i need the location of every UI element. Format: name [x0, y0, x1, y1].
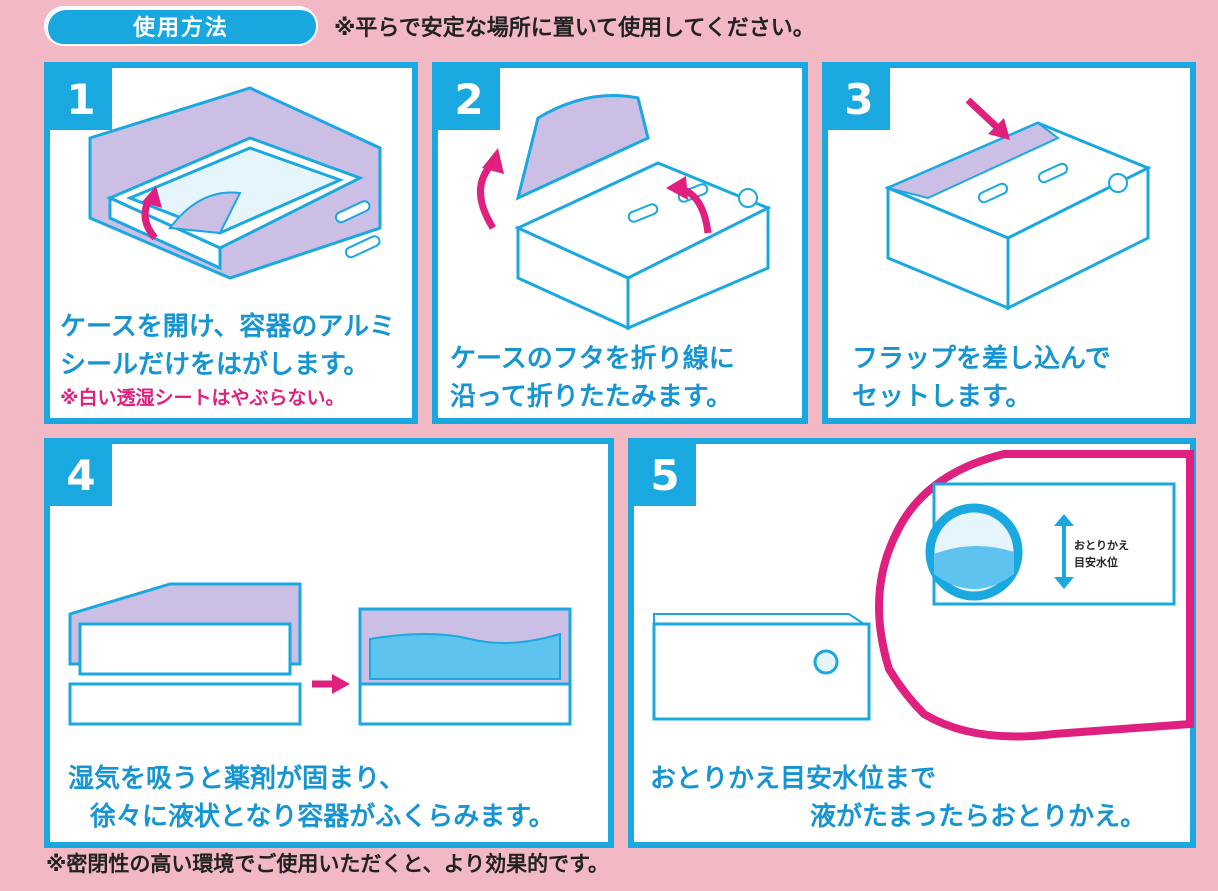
- step-3-caption: フラップを差し込んで セットします。: [852, 344, 1111, 412]
- header-note: ※平らで安定な場所に置いて使用してください。: [334, 16, 815, 41]
- footer-note: ※密閉性の高い環境でご使用いただくと、より効果的です。: [46, 852, 610, 876]
- step-1-note: ※白い透湿シートはやぶらない。: [60, 387, 345, 409]
- water-level-label: おとりかえ 目安水位: [1074, 539, 1129, 569]
- step-4-panel: 4 湿気を吸うと薬剤が固まり、 徐々に液状となり容器がふくらみます。: [44, 438, 614, 848]
- step-5-panel: 5 おとりかえ 目安水位 おとりかえ目安水位まで 液がたまったらおとりかえ。: [628, 438, 1196, 848]
- step-4-illustration: [68, 582, 572, 726]
- step-4-caption: 湿気を吸うと薬剤が固まり、 徐々に液状となり容器がふくらみます。: [68, 764, 555, 832]
- step-number: 1: [50, 68, 112, 130]
- header: 使用方法 ※平らで安定な場所に置いて使用してください。: [44, 6, 815, 46]
- step-number: 5: [634, 444, 696, 506]
- step-number: 2: [438, 68, 500, 130]
- step-5-illustration: [652, 450, 1194, 741]
- step-1-illustration: [88, 86, 382, 280]
- step-number: 3: [828, 68, 890, 130]
- step-3-panel: 3 フラップを差し込んで セットします。: [822, 62, 1196, 424]
- step-1-caption: ケースを開け、容器のアルミ シールだけをはがします。 ※白い透湿シートはやぶらな…: [60, 308, 395, 412]
- step-5-caption: おとりかえ目安水位まで 液がたまったらおとりかえ。: [650, 764, 1147, 832]
- step-2-illustration: [477, 94, 772, 331]
- step-3-illustration: [884, 97, 1152, 311]
- step-2-panel: 2 ケースのフタを折り線に 沿って折りたたみます。: [432, 62, 808, 424]
- step-1-panel: 1 ケースを開け、容器のアルミ シールだけをはがします。 ※白い透湿シートはやぶ…: [44, 62, 418, 424]
- step-number: 4: [50, 444, 112, 506]
- step-2-caption: ケースのフタを折り線に 沿って折りたたみます。: [450, 344, 735, 412]
- usage-title-badge: 使用方法: [44, 6, 318, 46]
